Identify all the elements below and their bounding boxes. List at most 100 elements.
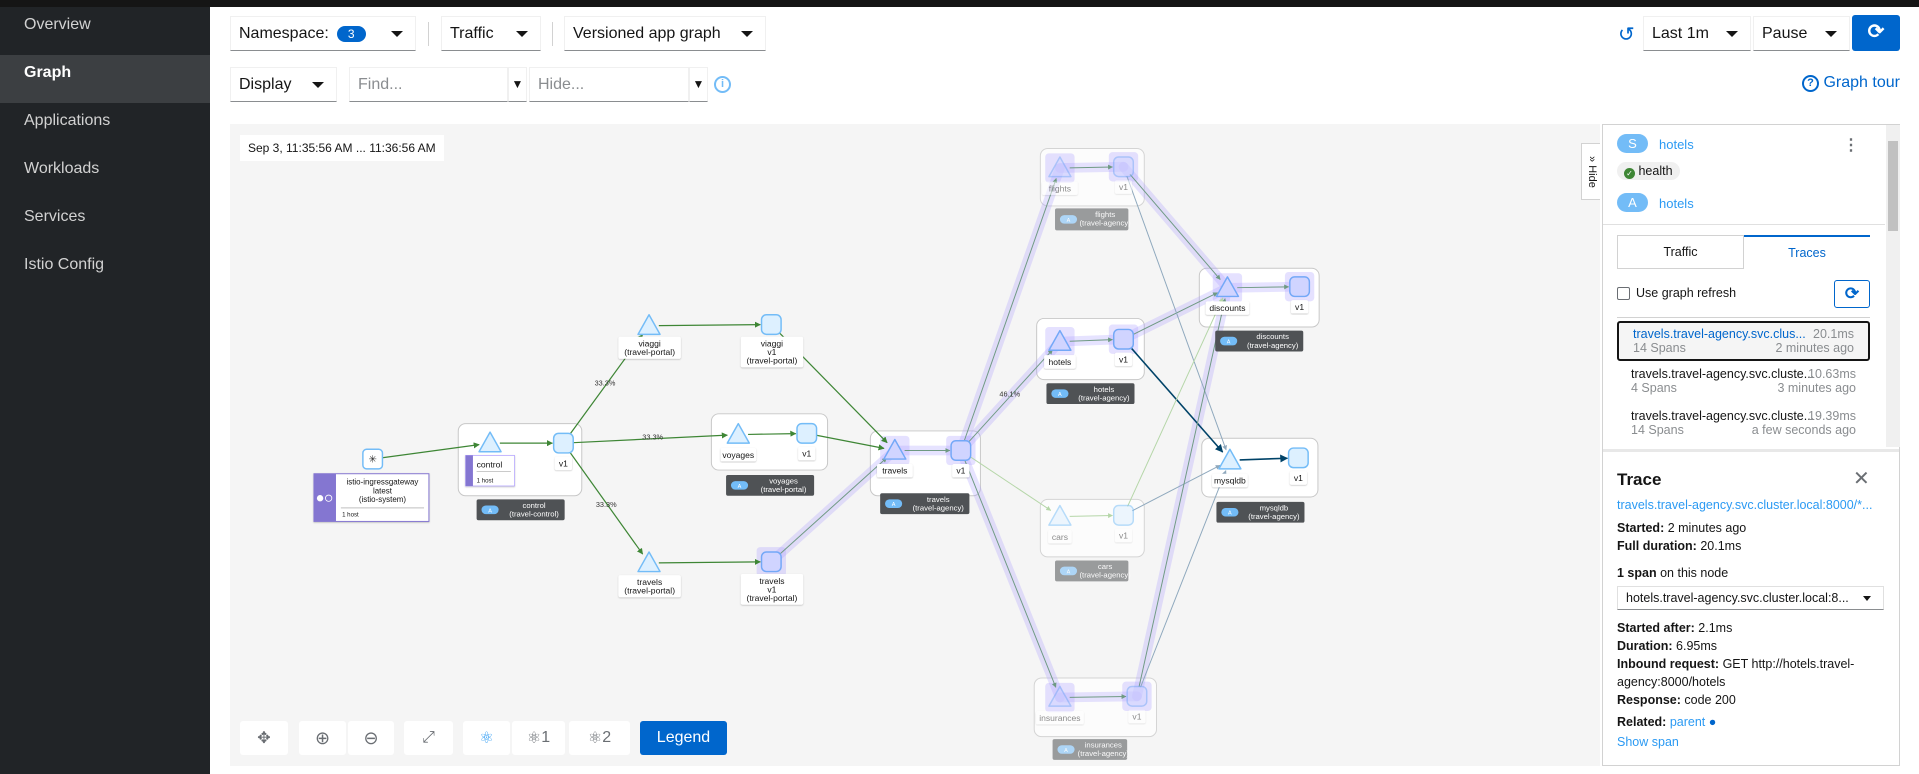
- workload-node-icon: [760, 314, 782, 336]
- use-graph-refresh-checkbox[interactable]: [1617, 287, 1630, 300]
- trace-list-item[interactable]: travels.travel-agency.svc.cluste...19.39…: [1617, 405, 1870, 445]
- zoom-out-button[interactable]: ⊖: [348, 721, 394, 755]
- app-label-bg: [1046, 383, 1135, 405]
- node-label-bg: [952, 463, 970, 478]
- service-link[interactable]: hotels: [1659, 137, 1694, 152]
- find-chevron-down-icon[interactable]: ▼: [508, 67, 527, 102]
- info-icon[interactable]: i: [714, 76, 731, 93]
- app-badge-text: A: [1227, 340, 1231, 346]
- service-badge: S: [1617, 134, 1648, 153]
- service-node-icon: [637, 551, 661, 573]
- version-label: v1: [1114, 352, 1133, 367]
- app-badge: [885, 499, 903, 508]
- node-label-text: discounts: [1209, 303, 1245, 313]
- close-icon[interactable]: ✕: [1853, 468, 1870, 490]
- span-select[interactable]: hotels.travel-agency.svc.cluster.local:8…: [1617, 586, 1884, 610]
- related-parent-link[interactable]: parent: [1669, 715, 1706, 729]
- edge: [573, 432, 728, 444]
- service-label: discounts: [1205, 301, 1250, 315]
- node-label-bg: [1289, 471, 1307, 485]
- layout-2-button[interactable]: ⚛2: [569, 721, 630, 755]
- traffic-dropdown[interactable]: Traffic: [441, 16, 541, 51]
- node-label-text: v1: [1294, 473, 1303, 483]
- edge: [382, 442, 480, 459]
- display-label: Display: [239, 76, 292, 93]
- refresh-interval-dropdown[interactable]: Pause: [1753, 16, 1850, 51]
- app-link[interactable]: hotels: [1659, 196, 1694, 211]
- app-label-bg: [1055, 560, 1129, 582]
- edge: [1140, 470, 1227, 688]
- sidebar-item-workloads[interactable]: Workloads: [24, 160, 100, 177]
- layout-1-label: 1: [541, 729, 551, 746]
- scrollbar[interactable]: [1886, 125, 1900, 447]
- trace-list-item[interactable]: travels.travel-agency.svc.cluste...10.63…: [1617, 363, 1870, 403]
- node-label-text: v1: [956, 466, 965, 476]
- trace-name: travels.travel-agency.svc.clus...: [1633, 327, 1806, 341]
- expand-icon: ⤢: [422, 729, 435, 746]
- layout-1-button[interactable]: ⚛1: [512, 721, 565, 755]
- namespace-dropdown[interactable]: Namespace:3: [230, 16, 416, 51]
- edge: [1069, 694, 1127, 699]
- tab-traffic[interactable]: Traffic: [1617, 235, 1744, 269]
- zoom-in-button[interactable]: ⊕: [299, 721, 346, 755]
- hide-panel-tab[interactable]: » Hide: [1581, 143, 1600, 200]
- time-range-dropdown[interactable]: Last 1m: [1643, 16, 1751, 51]
- sync-icon: ⟳: [1844, 284, 1860, 303]
- related-label: Related:: [1617, 715, 1667, 729]
- app-namespace: (travel-agency): [913, 503, 965, 512]
- graph-tour-link[interactable]: ? Graph tour: [1802, 74, 1900, 92]
- graph-type-dropdown[interactable]: Versioned app graph: [564, 16, 766, 51]
- trace-time: 3 minutes ago: [1777, 381, 1856, 395]
- version-label: v1: [952, 463, 970, 478]
- duration-label: Duration:: [1617, 639, 1673, 653]
- pan-button[interactable]: ✥: [240, 721, 288, 755]
- gateway-hosts: 1 host: [342, 512, 359, 519]
- sidebar-item-graph[interactable]: Graph: [0, 55, 210, 103]
- gateway-strip: [313, 473, 336, 522]
- find-input[interactable]: Find...: [349, 67, 508, 102]
- refresh-button[interactable]: ⟳: [1852, 15, 1900, 51]
- app-badge-text: A: [1228, 511, 1232, 517]
- version-label: v1: [1114, 528, 1133, 543]
- hide-chevron-down-icon[interactable]: ▼: [689, 67, 708, 102]
- scrollbar-thumb[interactable]: [1888, 141, 1898, 231]
- legend-button[interactable]: Legend: [640, 721, 727, 755]
- node-label-text: (travel-portal): [747, 356, 798, 366]
- topology-icon: ⚛: [526, 730, 542, 747]
- sidebar-item-services[interactable]: Services: [24, 208, 86, 225]
- node-label-text: (travel-portal): [624, 586, 675, 596]
- started-label: Started:: [1617, 521, 1665, 535]
- edge: [658, 321, 761, 328]
- service-node-icon: [726, 422, 751, 444]
- trace-duration: 10.63ms: [1808, 367, 1856, 381]
- display-dropdown[interactable]: Display: [230, 67, 337, 102]
- refresh-traces-button[interactable]: ⟳: [1834, 280, 1870, 308]
- tab-traces[interactable]: Traces: [1744, 235, 1870, 269]
- node-label-bg: [618, 336, 681, 359]
- edge: [1132, 292, 1219, 336]
- history-icon[interactable]: ↺: [1618, 24, 1635, 46]
- show-span-link[interactable]: Show span: [1617, 735, 1679, 749]
- version-label: v1: [1291, 300, 1309, 314]
- kebab-menu-icon[interactable]: ⋮: [1843, 137, 1859, 154]
- trace-link[interactable]: travels.travel-agency.svc.cluster.local:…: [1617, 498, 1873, 512]
- edge: [816, 434, 885, 451]
- sidebar-item-overview[interactable]: Overview: [24, 16, 91, 33]
- node-label-text: control: [477, 460, 503, 470]
- started-after-value: 2.1ms: [1698, 621, 1733, 635]
- gateway-version: latest: [373, 486, 393, 495]
- edge-label: 33.3%: [642, 432, 663, 441]
- fit-to-screen-button[interactable]: ⤢: [404, 721, 453, 755]
- sidebar-item-istio-config[interactable]: Istio Config: [24, 256, 105, 273]
- span-suffix: on this node: [1660, 566, 1729, 580]
- hide-input[interactable]: Hide...: [529, 67, 689, 102]
- namespace-label: Namespace:: [239, 25, 329, 42]
- sidebar-item-applications[interactable]: Applications: [24, 112, 111, 129]
- layout-default-button[interactable]: ⚛: [463, 721, 510, 755]
